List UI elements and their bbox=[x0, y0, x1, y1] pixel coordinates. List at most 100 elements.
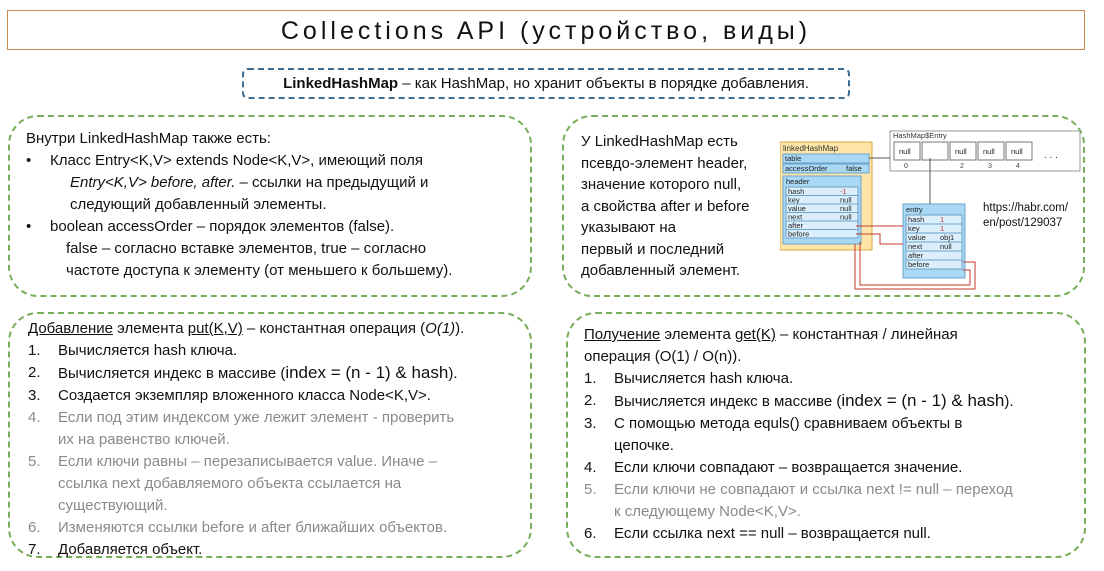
entry-title: entry bbox=[906, 205, 923, 214]
get-step-text: Если ключи не совпадают и ссылка next !=… bbox=[614, 479, 1013, 523]
get-step-text: Если ссылка next == null – возвращается … bbox=[614, 523, 931, 545]
entry-row-key: next bbox=[908, 242, 923, 251]
header-row-value: null bbox=[840, 196, 852, 205]
put-heading-method: put(K,V) bbox=[187, 320, 243, 337]
array-title: HashMap$Entry bbox=[893, 131, 947, 140]
put-step-number: 5. bbox=[28, 453, 41, 470]
header-row-value: null bbox=[840, 213, 852, 222]
linkedhashmap-diagram: linkedHashMap table accessOrder false he… bbox=[780, 130, 1081, 290]
get-step-line: цепочке. bbox=[614, 437, 674, 454]
get-step-line: Вычисляется индекс в массиве ( bbox=[614, 393, 842, 410]
habr-link[interactable]: https://habr.com/ en/post/129037 bbox=[983, 201, 1068, 231]
array-cell-index: 4 bbox=[1016, 163, 1020, 170]
get-step: 3.С помощью метода equls() сравниваем об… bbox=[584, 413, 1068, 457]
header-desc-line: псевдо-элемент header, bbox=[581, 154, 748, 172]
put-index-formula: index = (n - 1) & hash bbox=[285, 363, 449, 382]
put-heading-add: Добавление bbox=[28, 320, 113, 337]
put-step-line: Вычисляется hash ключа. bbox=[58, 342, 238, 359]
access-order-line-2: false – согласно вставке элементов, true… bbox=[66, 240, 427, 257]
array-cell-index: 3 bbox=[988, 163, 992, 170]
header-before-arrow bbox=[856, 233, 903, 245]
internals-intro: Внутри LinkedHashMap также есть: bbox=[26, 130, 271, 147]
put-step-line: Добавляется объект. bbox=[58, 541, 203, 558]
entry-row-value: null bbox=[940, 242, 952, 251]
access-order-value: false bbox=[846, 164, 862, 173]
entry-row-value: 1 bbox=[940, 224, 944, 233]
map-object-title: linkedHashMap bbox=[783, 144, 839, 153]
entry-line-3: следующий добавленный элементы. bbox=[70, 196, 327, 213]
array-cell bbox=[949, 141, 977, 161]
entry-row-key: after bbox=[908, 251, 924, 260]
put-step-line: Изменяются ссылки before и after ближайш… bbox=[58, 519, 448, 536]
put-step-number: 1. bbox=[28, 342, 41, 359]
get-step: 1.Вычисляется hash ключа. bbox=[584, 368, 1068, 390]
array-cell-value: null bbox=[1011, 147, 1023, 156]
array-cell bbox=[1005, 141, 1033, 161]
put-step: 3.Создается экземпляр вложенного класса … bbox=[28, 385, 512, 407]
get-step-line: Если ключи совпадают – возвращается знач… bbox=[614, 459, 963, 476]
get-heading-rest: – константная / линейная bbox=[775, 326, 958, 343]
header-row-value: -1 bbox=[840, 187, 847, 196]
header-description: У LinkedHashMap есть псевдо-элемент head… bbox=[581, 131, 781, 282]
header-entry-title: header bbox=[786, 177, 810, 186]
entry-row-key: before bbox=[908, 260, 929, 269]
put-step-number: 3. bbox=[28, 387, 41, 404]
get-step-line: Если ссылка next == null – возвращается … bbox=[614, 525, 931, 542]
put-step-text: Добавляется объект. bbox=[58, 539, 202, 561]
array-cell-index: 0 bbox=[904, 163, 908, 170]
put-step: 2. Вычисляется индекс в массиве (index = … bbox=[28, 362, 512, 385]
header-desc-line: У LinkedHashMap есть bbox=[581, 133, 738, 150]
get-step-text: С помощью метода equls() сравниваем объе… bbox=[614, 413, 962, 457]
array-cell bbox=[977, 141, 1005, 161]
header-row-key: after bbox=[788, 221, 804, 230]
get-step-line: Вычисляется hash ключа. bbox=[614, 370, 794, 387]
get-heading-line-2: операция (O(1) / O(n)). bbox=[584, 348, 742, 365]
entry-row-value: obj1 bbox=[940, 233, 954, 242]
put-step: 7.Добавляется объект. bbox=[28, 539, 512, 561]
habr-link-line-2: en/post/129037 bbox=[983, 217, 1063, 229]
entry-fields: Entry<K,V> before, after. bbox=[70, 174, 236, 191]
entry-fields-desc: – ссылки на предыдущий и bbox=[235, 174, 429, 191]
header-row-key: key bbox=[788, 196, 800, 205]
get-step-text: Вычисляется индекс в массиве (index = (n… bbox=[614, 390, 1014, 413]
get-step-text: Вычисляется hash ключа. bbox=[614, 368, 793, 390]
header-desc-line: указывают на bbox=[581, 219, 676, 236]
internals-item-access-order: • boolean accessOrder – порядок элементо… bbox=[26, 216, 514, 238]
internals-item-entry: • Класс Entry<K,V> extends Node<K,V>, им… bbox=[26, 150, 514, 172]
put-step-line: Вычисляется индекс в массиве ( bbox=[58, 365, 286, 382]
header-desc-line: а свойства after и before bbox=[581, 197, 750, 215]
entry-line-1: Класс Entry<K,V> extends Node<K,V>, имею… bbox=[50, 152, 424, 169]
bullet-icon: • bbox=[26, 152, 32, 169]
header-row-value: null bbox=[840, 204, 852, 213]
get-step: 6.Если ссылка next == null – возвращаетс… bbox=[584, 523, 1068, 545]
get-step: 2. Вычисляется индекс в массиве (index = … bbox=[584, 390, 1068, 413]
put-step-text: Вычисляется hash ключа. bbox=[58, 340, 237, 362]
get-step: 5.Если ключи не совпадают и ссылка next … bbox=[584, 479, 1068, 523]
put-heading-end: ). bbox=[455, 320, 465, 337]
bullet-icon: • bbox=[26, 218, 32, 235]
subtitle-text: – как HashMap, но хранит объекты в поряд… bbox=[398, 75, 809, 92]
array-cell bbox=[921, 141, 949, 161]
header-desc-line: значение которого null, bbox=[581, 176, 742, 193]
put-step-line-end: ). bbox=[448, 365, 458, 382]
entry-line-2: Entry<K,V> before, after. – ссылки на пр… bbox=[26, 172, 514, 194]
put-step-text: Вычисляется индекс в массиве (index = (n… bbox=[58, 362, 458, 385]
put-step-number: 2. bbox=[28, 364, 41, 381]
put-step-text: Если ключи равны – перезаписывается valu… bbox=[58, 451, 437, 517]
entry-row-key: value bbox=[908, 233, 926, 242]
access-order-label: accessOrder bbox=[785, 164, 828, 173]
entry-row-value: 1 bbox=[940, 215, 944, 224]
put-heading-complexity: O(1) bbox=[425, 320, 456, 337]
put-step-number: 6. bbox=[28, 519, 41, 536]
put-step-line: их на равенство ключей. bbox=[58, 431, 230, 448]
get-step-line: С помощью метода equls() сравниваем объе… bbox=[614, 415, 963, 432]
get-step-line: Если ключи не совпадают и ссылка next !=… bbox=[614, 481, 1013, 498]
internals-box: Внутри LinkedHashMap также есть: • Класс… bbox=[8, 115, 532, 297]
get-steps-list: 1.Вычисляется hash ключа. 2. Вычисляется и… bbox=[584, 368, 1068, 545]
access-order-field bbox=[782, 163, 870, 174]
put-step-line: Если ключи равны – перезаписывается valu… bbox=[58, 453, 438, 470]
put-step-text: Изменяются ссылки before и after ближайш… bbox=[58, 517, 447, 539]
array-cell-value: null bbox=[983, 147, 995, 156]
table-field-label: table bbox=[785, 154, 801, 163]
get-step-number: 2. bbox=[584, 392, 597, 409]
